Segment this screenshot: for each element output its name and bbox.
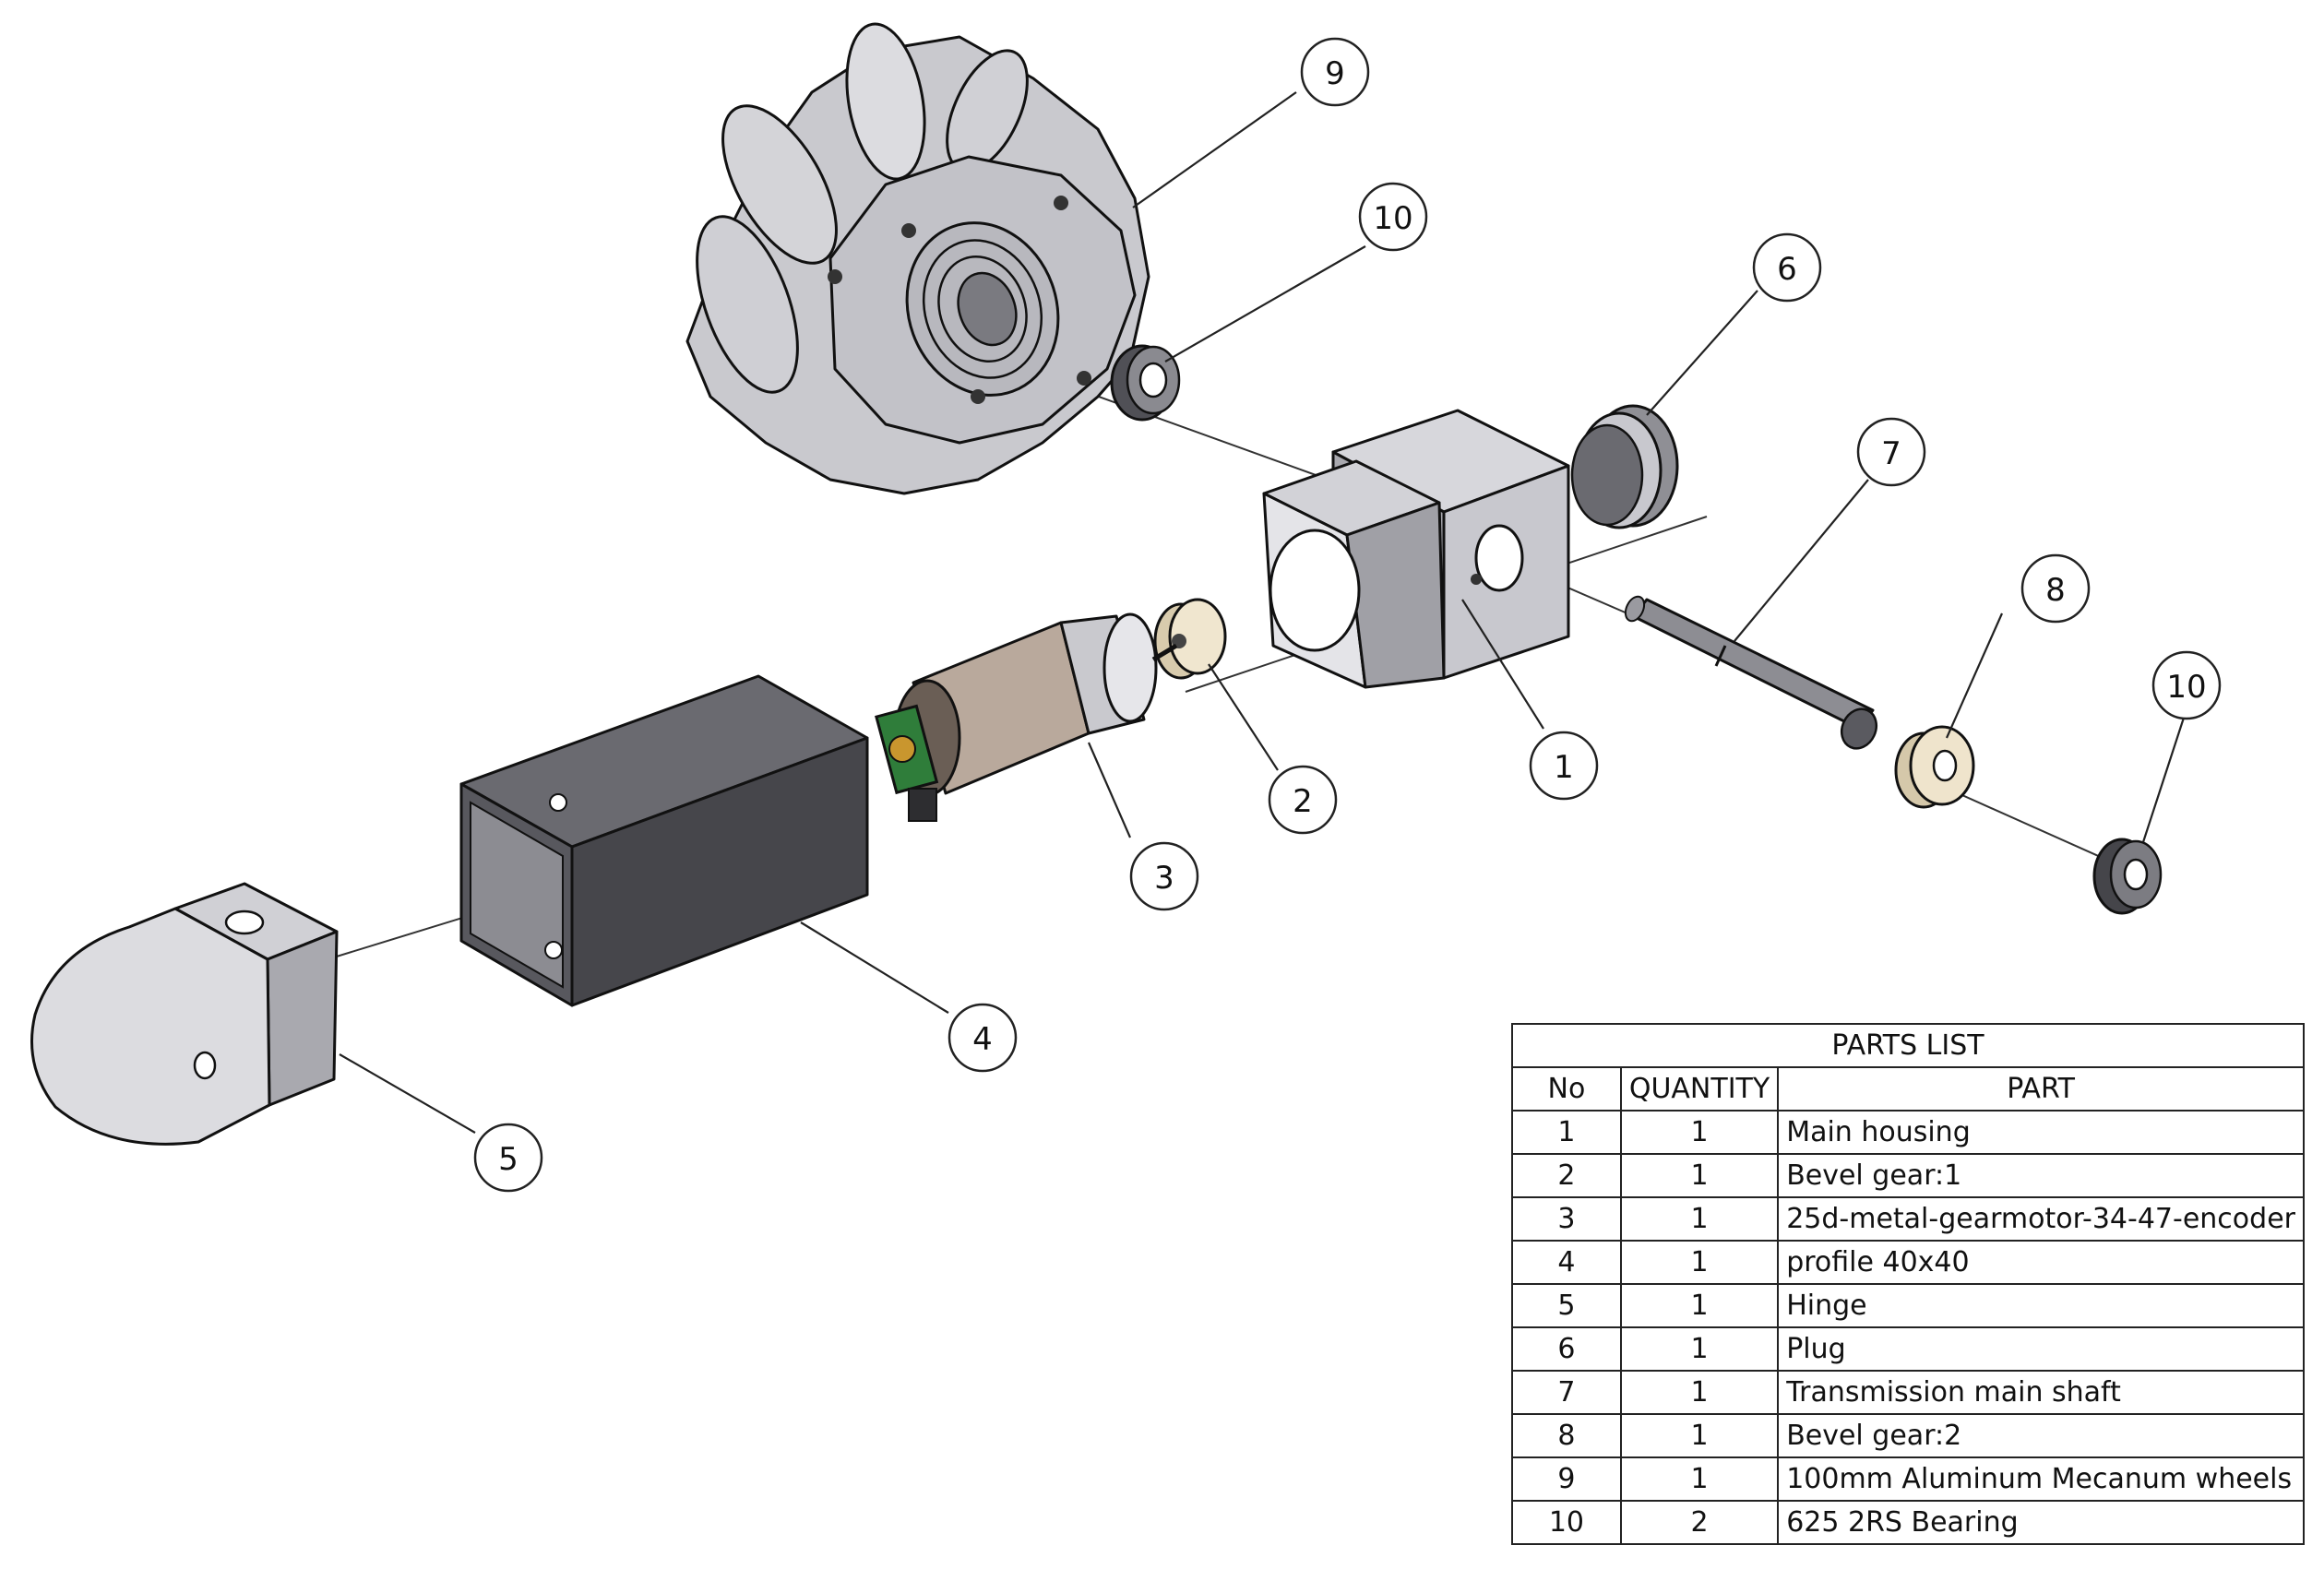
cell-quantity: 1 <box>1619 1110 1780 1155</box>
bevel-gear-1 <box>1153 598 1227 680</box>
mecanum-wheel <box>685 22 1150 495</box>
svg-text:1: 1 <box>1554 749 1574 786</box>
balloon-10-lower: 10 <box>2151 650 2222 720</box>
cell-quantity: 1 <box>1619 1456 1780 1502</box>
cell-no: 2 <box>1511 1153 1622 1198</box>
cell-no: 1 <box>1511 1110 1622 1155</box>
cell-quantity: 1 <box>1619 1240 1780 1285</box>
svg-text:10: 10 <box>2166 669 2206 706</box>
table-row: 1 1 Main housing <box>1511 1110 2305 1155</box>
cell-quantity: 1 <box>1619 1153 1780 1198</box>
svg-text:9: 9 <box>1325 55 1345 92</box>
cell-quantity: 1 <box>1619 1283 1780 1328</box>
table-row: 5 1 Hinge <box>1511 1283 2305 1328</box>
balloon-7: 7 <box>1856 417 1926 487</box>
svg-text:7: 7 <box>1881 435 1901 472</box>
svg-text:3: 3 <box>1154 860 1174 897</box>
balloon-6: 6 <box>1752 232 1822 303</box>
table-row: 2 1 Bevel gear:1 <box>1511 1153 2305 1198</box>
hinge <box>30 882 339 1146</box>
cell-part: Bevel gear:1 <box>1777 1153 2305 1198</box>
balloon-9: 9 <box>1300 37 1370 107</box>
cell-no: 9 <box>1511 1456 1622 1502</box>
cell-part: 25d-metal-gearmotor-34-47-encoder <box>1777 1196 2305 1242</box>
transmission-main-shaft <box>1624 595 1878 750</box>
table-row: 4 1 profile 40x40 <box>1511 1240 2305 1285</box>
balloon-10-upper: 10 <box>1358 182 1428 252</box>
svg-text:8: 8 <box>2045 572 2066 609</box>
plug <box>1570 404 1679 529</box>
parts-list-title-row: PARTS LIST <box>1511 1023 2305 1068</box>
parts-list-header-row: No QUANTITY PART <box>1511 1066 2305 1112</box>
table-row: 8 1 Bevel gear:2 <box>1511 1413 2305 1458</box>
table-row: 7 1 Transmission main shaft <box>1511 1370 2305 1415</box>
svg-text:6: 6 <box>1777 251 1797 288</box>
svg-text:10: 10 <box>1373 200 1412 237</box>
parts-list-title: PARTS LIST <box>1511 1023 2305 1068</box>
balloon-8: 8 <box>2020 553 2091 624</box>
cell-quantity: 2 <box>1619 1500 1780 1545</box>
table-row: 6 1 Plug <box>1511 1326 2305 1372</box>
cell-quantity: 1 <box>1619 1413 1780 1458</box>
cell-part: Main housing <box>1777 1110 2305 1155</box>
cell-no: 6 <box>1511 1326 1622 1372</box>
bevel-gear-2 <box>1894 725 1975 809</box>
profile-40x40 <box>459 674 869 1007</box>
cell-quantity: 1 <box>1619 1370 1780 1415</box>
cell-no: 3 <box>1511 1196 1622 1242</box>
cell-part: Plug <box>1777 1326 2305 1372</box>
cell-part: profile 40x40 <box>1777 1240 2305 1285</box>
svg-text:5: 5 <box>498 1141 518 1178</box>
cell-quantity: 1 <box>1619 1196 1780 1242</box>
cell-no: 4 <box>1511 1240 1622 1285</box>
cell-no: 10 <box>1511 1500 1622 1545</box>
parts-list-table: PARTS LIST No QUANTITY PART 1 1 Main hou… <box>1511 1023 2305 1545</box>
cell-part: Hinge <box>1777 1283 2305 1328</box>
balloon-3: 3 <box>1129 841 1199 911</box>
gearmotor-encoder <box>875 612 1178 822</box>
balloon-4: 4 <box>947 1003 1018 1073</box>
cell-part: 625 2RS Bearing <box>1777 1500 2305 1545</box>
main-housing <box>1262 409 1570 689</box>
bearing-upper <box>1110 344 1181 422</box>
balloon-5: 5 <box>473 1123 543 1193</box>
cell-part: Transmission main shaft <box>1777 1370 2305 1415</box>
column-header-quantity: QUANTITY <box>1619 1066 1780 1112</box>
table-row: 9 1 100mm Aluminum Mecanum wheels <box>1511 1456 2305 1502</box>
column-header-no: No <box>1511 1066 1622 1112</box>
cell-no: 5 <box>1511 1283 1622 1328</box>
table-row: 3 1 25d-metal-gearmotor-34-47-encoder <box>1511 1196 2305 1242</box>
cell-part: Bevel gear:2 <box>1777 1413 2305 1458</box>
leader-lines <box>339 91 2187 1134</box>
bearing-lower <box>2092 838 2163 915</box>
balloon-1: 1 <box>1529 731 1599 801</box>
cell-quantity: 1 <box>1619 1326 1780 1372</box>
table-row: 10 2 625 2RS Bearing <box>1511 1500 2305 1545</box>
cell-no: 8 <box>1511 1413 1622 1458</box>
svg-text:2: 2 <box>1293 783 1313 820</box>
cell-no: 7 <box>1511 1370 1622 1415</box>
cell-part: 100mm Aluminum Mecanum wheels <box>1777 1456 2305 1502</box>
svg-text:4: 4 <box>972 1021 993 1058</box>
balloon-2: 2 <box>1268 765 1338 835</box>
column-header-part: PART <box>1777 1066 2305 1112</box>
